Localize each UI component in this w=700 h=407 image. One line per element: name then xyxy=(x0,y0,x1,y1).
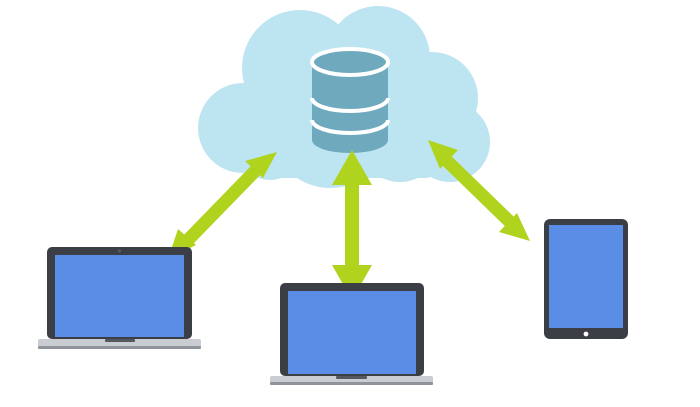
arrowhead-bottom-right xyxy=(499,213,530,241)
laptop-left-base xyxy=(38,339,201,348)
laptop-left-notch xyxy=(105,339,135,342)
laptop-left-camera xyxy=(117,249,122,253)
laptop-center-screen xyxy=(288,291,416,374)
tablet-home-button xyxy=(583,331,589,337)
laptop-center-notch xyxy=(336,376,367,379)
arrowhead-top-right xyxy=(428,140,458,169)
tablet-icon xyxy=(544,219,628,339)
database-stripe-2 xyxy=(310,119,390,135)
arrowhead-top-left xyxy=(245,152,277,178)
arrowhead-top-center xyxy=(332,150,372,185)
arrow-cloud-tablet xyxy=(428,140,530,241)
tablet-screen xyxy=(549,225,623,328)
arrowhead-bottom-center xyxy=(332,265,372,300)
laptop-left-icon xyxy=(38,247,201,349)
laptop-left-screen xyxy=(55,255,184,337)
database-bottom xyxy=(312,127,388,153)
database-stripe-1 xyxy=(310,97,390,113)
arrow-cloud-laptop-center xyxy=(332,150,372,300)
laptop-center-icon xyxy=(270,283,433,385)
database-top xyxy=(310,47,390,77)
database-icon xyxy=(310,47,390,153)
